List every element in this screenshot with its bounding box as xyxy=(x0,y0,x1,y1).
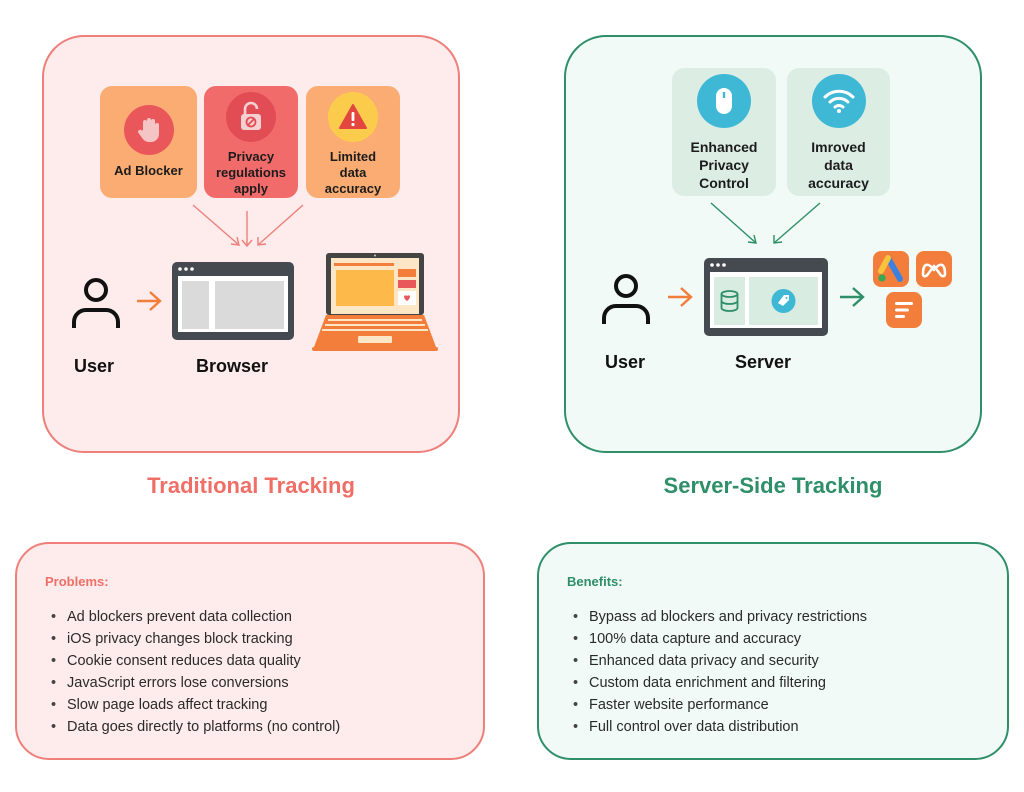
list-item: iOS privacy changes block tracking xyxy=(51,628,340,650)
limited-accuracy-label: Limited data accuracy xyxy=(324,149,382,196)
list-item: Slow page loads affect tracking xyxy=(51,694,340,716)
user-to-browser-arrow xyxy=(137,291,162,311)
list-item: Cookie consent reduces data quality xyxy=(51,650,340,672)
traditional-tracking-title: Traditional Tracking xyxy=(147,473,355,498)
list-item: Bypass ad blockers and privacy restricti… xyxy=(573,606,867,628)
list-item: Full control over data distribution xyxy=(573,716,867,738)
problems-box: Problems: Ad blockers prevent data colle… xyxy=(15,542,485,760)
list-item: JavaScript errors lose conversions xyxy=(51,672,340,694)
warning-icon xyxy=(328,92,378,142)
google-ads-icon xyxy=(873,251,909,287)
list-item: Data goes directly to platforms (no cont… xyxy=(51,716,340,738)
user-to-server-arrow xyxy=(668,287,693,307)
user-label: User xyxy=(605,352,646,372)
laptop-icon xyxy=(312,253,438,351)
wifi-icon xyxy=(811,74,866,128)
server-side-tracking-title: Server-Side Tracking xyxy=(663,473,883,498)
server-window-icon xyxy=(704,258,828,336)
mouse-icon xyxy=(697,74,751,128)
enhanced-privacy-card: Enhanced Privacy Control xyxy=(672,68,776,196)
improved-accuracy-label: Imroved data accuracy xyxy=(808,139,869,191)
limited-accuracy-card: Limited data accuracy xyxy=(306,86,400,198)
meta-icon xyxy=(916,251,952,287)
analytics-icon xyxy=(886,292,922,328)
benefits-title: Benefits: xyxy=(567,574,623,589)
unlock-icon xyxy=(226,92,276,142)
browser-label: Browser xyxy=(196,356,269,376)
benefits-box: Benefits: Bypass ad blockers and privacy… xyxy=(537,542,1009,760)
user-icon xyxy=(602,274,650,324)
list-item: Ad blockers prevent data collection xyxy=(51,606,340,628)
list-item: 100% data capture and accuracy xyxy=(573,628,867,650)
server-to-platforms-arrow xyxy=(840,287,865,307)
browser-window-icon xyxy=(172,262,294,340)
privacy-regulations-label: Privacy regulations apply xyxy=(215,149,287,196)
list-item: Faster website performance xyxy=(573,694,867,716)
list-item: Custom data enrichment and filtering xyxy=(573,672,867,694)
privacy-regulations-card: Privacy regulations apply xyxy=(204,86,298,198)
ad-blocker-card: Ad Blocker xyxy=(100,86,197,198)
problems-title: Problems: xyxy=(45,574,109,589)
ad-blocker-label: Ad Blocker xyxy=(114,163,183,178)
user-label: User xyxy=(74,356,115,376)
improved-accuracy-card: Imroved data accuracy xyxy=(787,68,890,196)
server-label: Server xyxy=(735,352,792,372)
benefits-list: Bypass ad blockers and privacy restricti… xyxy=(573,606,867,738)
problems-list: Ad blockers prevent data collection iOS … xyxy=(51,606,340,738)
user-icon xyxy=(72,278,120,328)
list-item: Enhanced data privacy and security xyxy=(573,650,867,672)
hand-stop-icon xyxy=(123,105,174,155)
enhanced-privacy-label: Enhanced Privacy Control xyxy=(690,139,758,191)
